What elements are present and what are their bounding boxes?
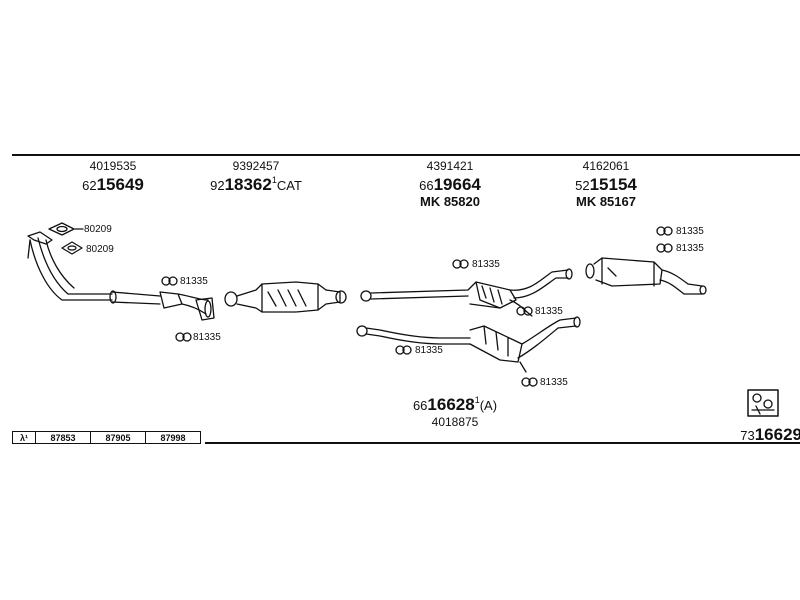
part-label-catalyst: 9392457 92183621CAT bbox=[210, 159, 302, 194]
part-label-rear-silencer: 4162061 5215154 MK 85167 bbox=[575, 159, 637, 209]
clamp-icon-1 bbox=[161, 276, 178, 286]
gasket-label-1: 80209 bbox=[84, 224, 112, 235]
lambda-code-3: 87998 bbox=[145, 431, 201, 444]
clamp-label-3: 81335 bbox=[472, 259, 500, 270]
clamp-icon-6 bbox=[521, 377, 538, 387]
clamp-icon-8 bbox=[656, 243, 673, 253]
kit-number: 7316629 bbox=[740, 425, 800, 444]
clamp-icon-4 bbox=[516, 306, 533, 316]
catalyst-drawing bbox=[224, 281, 347, 313]
gasket-label-2: 80209 bbox=[86, 244, 114, 255]
lambda-sensor-table: λ¹ 87853 87905 87998 bbox=[12, 431, 201, 444]
clamp-icon-5 bbox=[395, 345, 412, 355]
clamp-label-1: 81335 bbox=[180, 276, 208, 287]
clamp-label-6: 81335 bbox=[540, 377, 568, 388]
clamp-icon-7 bbox=[656, 226, 673, 236]
gasket-icon-2 bbox=[61, 241, 83, 255]
front-pipe-drawing bbox=[27, 231, 215, 321]
lower-pipe-drawing bbox=[356, 316, 581, 373]
gasket-icon-1 bbox=[48, 222, 84, 236]
part-label-lower-pipe: 66166281(A) 4018875 bbox=[412, 395, 498, 429]
clamp-icon-2 bbox=[175, 332, 192, 342]
clamp-icon-3 bbox=[452, 259, 469, 269]
part-label-middle-silencer: 4391421 6619664 MK 85820 bbox=[419, 159, 481, 209]
top-divider-line bbox=[12, 154, 800, 156]
bottom-divider-line bbox=[205, 442, 800, 444]
clamp-label-4: 81335 bbox=[535, 306, 563, 317]
clamp-label-2: 81335 bbox=[193, 332, 221, 343]
clamp-label-8: 81335 bbox=[676, 243, 704, 254]
kit-box-icon bbox=[747, 389, 779, 417]
part-label-front-pipe: 4019535 6215649 bbox=[82, 159, 144, 194]
clamp-label-5: 81335 bbox=[415, 345, 443, 356]
rear-silencer-drawing bbox=[585, 257, 707, 295]
middle-silencer-drawing bbox=[360, 268, 573, 317]
clamp-label-7: 81335 bbox=[676, 226, 704, 237]
lambda-code-1: 87853 bbox=[35, 431, 91, 444]
lambda-symbol: λ¹ bbox=[12, 431, 36, 444]
